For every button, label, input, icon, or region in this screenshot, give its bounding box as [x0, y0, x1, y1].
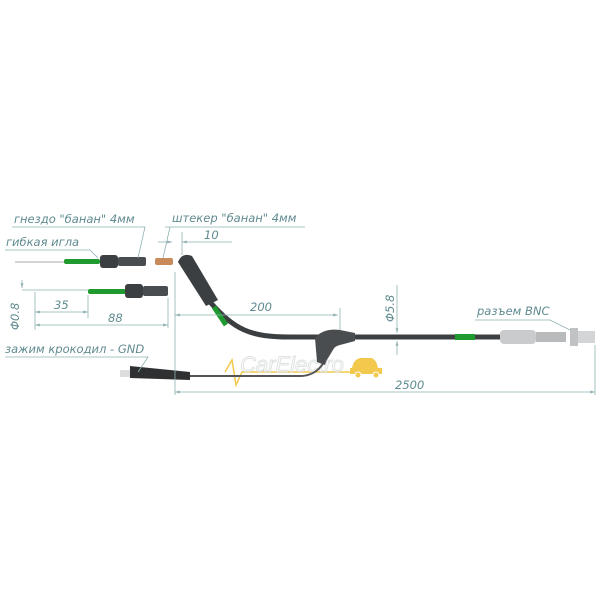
label-alligator-clip: зажим крокодил - GND [5, 342, 144, 356]
dim-total-length: 2500 [395, 378, 424, 392]
watermark: CarElectro [224, 352, 382, 388]
label-flexible-needle: гибкая игла [6, 235, 79, 249]
banana-plug [155, 254, 218, 306]
needle-dimension-drawing [88, 284, 168, 298]
dim-cable-diameter: Φ5.8 [383, 295, 397, 322]
bnc-connector [500, 328, 595, 346]
cable [190, 300, 500, 377]
car-icon [350, 358, 382, 379]
dim-branch-length: 200 [250, 300, 272, 314]
label-banana-socket: гнездо "банан" 4мм [14, 212, 135, 226]
dimension-lines [5, 226, 596, 395]
label-bnc-connector: разъем BNC [476, 304, 550, 318]
dim-needle-tip-length: 35 [54, 298, 69, 312]
dim-needle-total-length: 88 [108, 311, 123, 325]
alligator-clip [120, 366, 190, 380]
label-banana-plug: штекер "банан" 4мм [172, 211, 297, 225]
dim-plug-pin-length: 10 [204, 228, 219, 242]
flexible-needle-with-socket [15, 255, 146, 268]
dim-needle-diameter: Φ0.8 [8, 303, 22, 330]
